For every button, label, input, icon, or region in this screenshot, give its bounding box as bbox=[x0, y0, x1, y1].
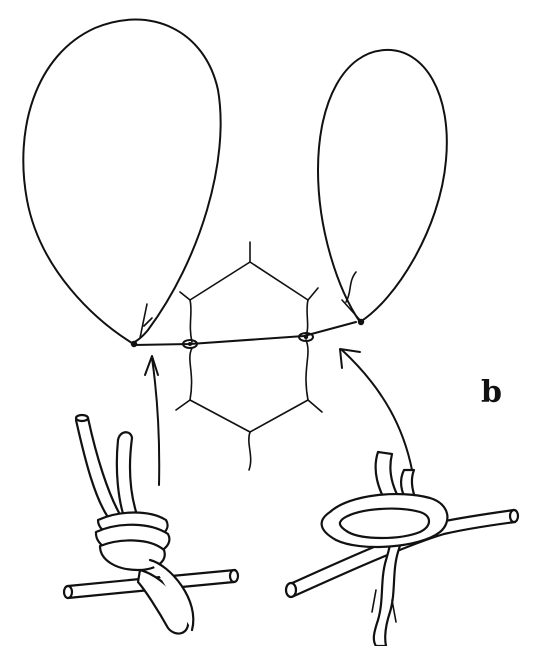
right-arrow bbox=[340, 349, 412, 470]
left-balloon bbox=[23, 20, 220, 348]
panel-label: b bbox=[481, 378, 502, 408]
left-arrow bbox=[145, 356, 159, 485]
right-balloon bbox=[318, 50, 447, 325]
left-knot-detail bbox=[64, 415, 238, 634]
hexagonal-net bbox=[176, 242, 322, 470]
right-knot-detail bbox=[286, 452, 518, 646]
connecting-line bbox=[134, 322, 356, 345]
